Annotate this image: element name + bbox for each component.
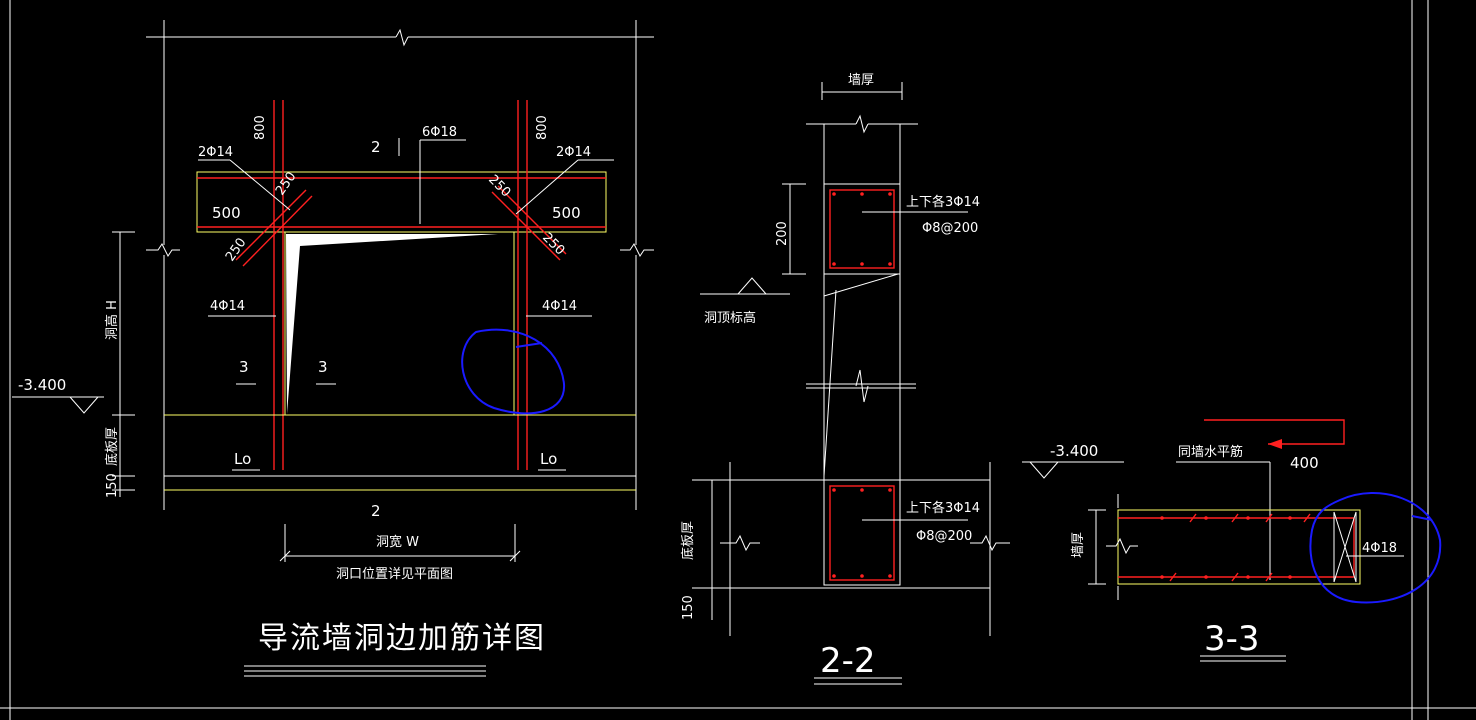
bar-2phi14-right: 2Φ14: [556, 145, 591, 160]
sec22-dim-150: 150: [681, 595, 696, 620]
dim-500-right: 500: [552, 204, 581, 222]
section-3-3-title: 3-3: [1204, 619, 1260, 659]
dim-250-d: 250: [539, 230, 567, 258]
sec33-wall-thickness: 墙厚: [1071, 532, 1086, 558]
sec22-top-bars: 上下各3Φ14: [906, 194, 980, 210]
dim-slab-thickness-left: 底板厚: [104, 427, 120, 466]
dim-800-left: 800: [253, 115, 268, 140]
dim-250-a: 250: [273, 169, 300, 198]
section-mark-2-top: 2: [371, 138, 381, 156]
bar-2phi14-left: 2Φ14: [198, 145, 233, 160]
sec33-dim-400: 400: [1290, 454, 1319, 472]
section-2-2-view: [692, 82, 1124, 685]
dim-500-left: 500: [212, 204, 241, 222]
sec22-top-stirrup: Φ8@200: [922, 221, 978, 236]
sec33-end-bars: 4Φ18: [1362, 541, 1397, 556]
elevation-view: [12, 20, 654, 677]
sec22-slab-thickness: 底板厚: [680, 521, 696, 560]
bar-6phi18: 6Φ18: [422, 125, 457, 140]
sec22-level-neg3400: -3.400: [1050, 442, 1098, 460]
section-3-3-view: [1088, 419, 1442, 662]
sec22-wall-thickness: 墙厚: [848, 73, 874, 88]
bar-4phi14-right: 4Φ14: [542, 299, 577, 314]
note-opening-location: 洞口位置详见平面图: [336, 567, 453, 582]
lo-left: Lo: [234, 450, 251, 468]
sec33-horizontal-bar-note: 同墙水平筋: [1178, 444, 1243, 460]
sec22-bottom-bars: 上下各3Φ14: [906, 500, 980, 516]
dim-opening-height: 洞高 H: [104, 300, 120, 340]
sec22-dim-200: 200: [775, 221, 790, 246]
sec22-opening-top-level: 洞顶标高: [704, 310, 756, 326]
bar-4phi14-left: 4Φ14: [210, 299, 245, 314]
markup-circle-right: [1309, 492, 1442, 604]
section-mark-2-bottom: 2: [371, 502, 381, 520]
section-2-2-title: 2-2: [820, 641, 876, 681]
dim-800-right: 800: [535, 115, 550, 140]
dim-opening-width: 洞宽 W: [376, 534, 419, 550]
level-neg3400-left: -3.400: [18, 376, 66, 394]
main-title: 导流墙洞边加筋详图: [258, 621, 546, 656]
lo-right: Lo: [540, 450, 557, 468]
section-mark-3-a: 3: [239, 358, 249, 376]
sec22-bottom-stirrup: Φ8@200: [916, 529, 972, 544]
dim-150-left: 150: [105, 473, 120, 498]
section-mark-3-b: 3: [318, 358, 328, 376]
markup-circle-left: [461, 328, 566, 415]
